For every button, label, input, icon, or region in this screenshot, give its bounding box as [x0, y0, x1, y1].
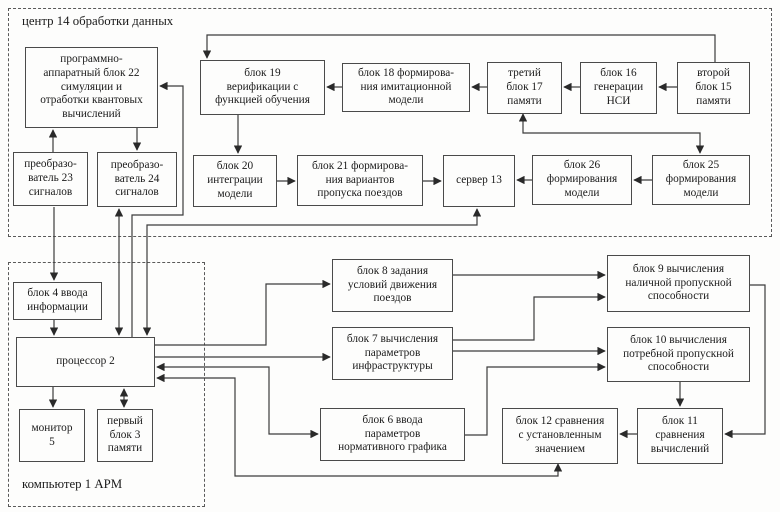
- block-25-model-forming: блок 25 формирования модели: [652, 155, 750, 205]
- container-data-center-label: центр 14 обработки данных: [22, 14, 174, 28]
- block-13-server: сервер 13: [443, 155, 515, 207]
- block-22-quantum-sim: программно- аппаратный блок 22 симуляции…: [25, 47, 158, 128]
- block-7-infrastructure-params: блок 7 вычисления параметров инфраструкт…: [332, 327, 453, 380]
- block-26-model-forming: блок 26 формирования модели: [532, 155, 632, 205]
- block-20-model-integration: блок 20 интеграции модели: [193, 155, 277, 207]
- block-11-compare-calcs: блок 11 сравнения вычислений: [637, 408, 723, 464]
- block-5-monitor: монитор 5: [19, 409, 85, 462]
- block-3-first-memory: первый блок 3 памяти: [97, 409, 153, 462]
- block-15-second-memory: второй блок 15 памяти: [677, 62, 750, 114]
- container-computer-arm-label: компьютер 1 АРМ: [22, 477, 123, 491]
- block-23-signal-converter: преобразо- ватель 23 сигналов: [13, 152, 88, 206]
- block-17-third-memory: третий блок 17 памяти: [487, 62, 562, 114]
- block-19-verification: блок 19 верификации с функцией обучения: [200, 60, 325, 115]
- block-18-simulation-model: блок 18 формирова- ния имитационной моде…: [342, 63, 470, 112]
- block-10-required-capacity: блок 10 вычисления потребной пропускной …: [607, 327, 750, 382]
- block-12-compare-set-value: блок 12 сравнения с установленным значен…: [502, 408, 618, 464]
- block-8-train-conditions: блок 8 задания условий движения поездов: [332, 259, 453, 312]
- block-9-available-capacity: блок 9 вычисления наличной пропускной сп…: [607, 255, 750, 312]
- block-2-processor: процессор 2: [16, 337, 155, 387]
- block-4-info-input: блок 4 ввода информации: [13, 282, 102, 320]
- block-6-schedule-params-input: блок 6 ввода параметров нормативного гра…: [320, 408, 465, 461]
- block-21-train-pass-variants: блок 21 формирова- ния вариантов пропуск…: [297, 155, 423, 206]
- block-16-nsi-generation: блок 16 генерации НСИ: [580, 62, 657, 114]
- block-24-signal-converter: преобразо- ватель 24 сигналов: [97, 152, 177, 207]
